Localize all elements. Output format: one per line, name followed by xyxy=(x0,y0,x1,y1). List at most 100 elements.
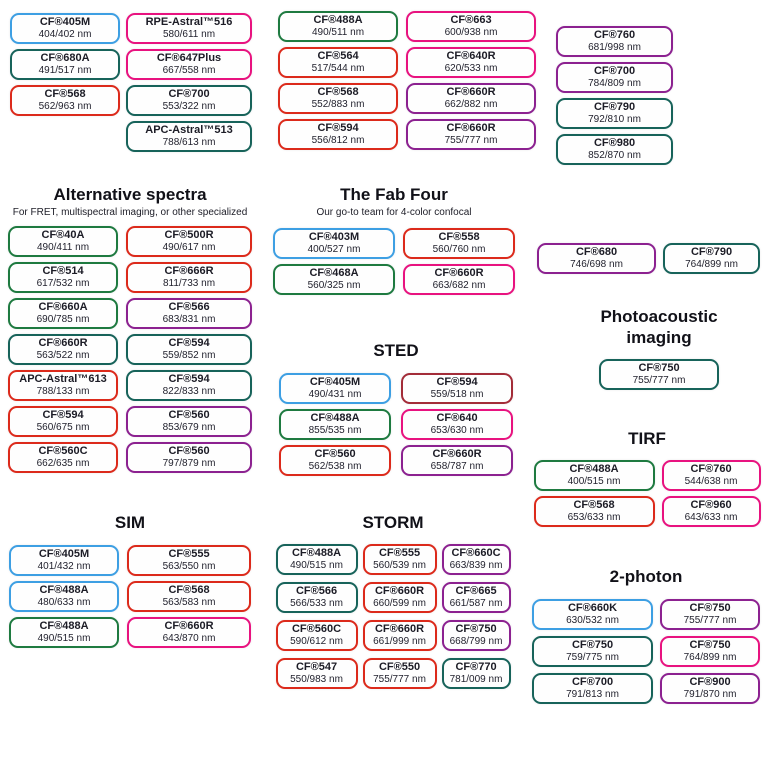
section-title: SIM xyxy=(114,513,146,532)
dye-pill: CF®488A 490/515 nm xyxy=(9,617,119,648)
dye-name: CF®594 xyxy=(436,376,478,388)
dye-name: CF®555 xyxy=(168,548,210,560)
dye-pill: CF®750 755/777 nm xyxy=(599,359,719,390)
dye-pill: APC-Astral™613 788/133 nm xyxy=(8,370,118,401)
dye-pill: CF®500R 490/617 nm xyxy=(126,226,252,257)
dye-name: CF®900 xyxy=(689,676,731,688)
top-dye-column-5: CF®760 681/998 nm CF®700 784/809 nm CF®7… xyxy=(556,26,673,165)
section-subtitle: Our go-to team for 4-color confocal xyxy=(316,207,472,218)
dye-name: CF®760 xyxy=(593,29,636,41)
dye-pill: CF®514 617/532 nm xyxy=(8,262,118,293)
section-sted: STED CF®405M 490/431 nm CF®594 559/518 n… xyxy=(276,340,516,476)
dye-wavelengths: 517/544 nm xyxy=(311,63,365,74)
dye-wavelengths: 630/532 nm xyxy=(566,615,619,626)
dye-wavelengths: 550/983 nm xyxy=(290,674,343,685)
dye-wavelengths: 560/675 nm xyxy=(36,422,90,433)
dye-pill: CF®566 566/533 nm xyxy=(275,582,358,613)
dye-name: CF®640R xyxy=(446,50,496,62)
section-title: Photoacoustic imaging xyxy=(600,307,718,347)
dye-grid: CF®488A 490/515 nm CF®555 560/539 nm CF®… xyxy=(268,544,518,689)
dye-name: CF®660R xyxy=(434,267,484,279)
dye-name: CF®750 xyxy=(455,623,497,635)
dye-pill: CF®760 681/998 nm xyxy=(556,26,673,57)
dye-name: CF®700 xyxy=(168,88,210,100)
dye-name: CF®405M xyxy=(39,16,91,28)
dye-wavelengths: 490/515 nm xyxy=(37,633,91,644)
dye-wavelengths: 660/599 nm xyxy=(373,598,426,609)
dye-wavelengths: 563/522 nm xyxy=(36,350,90,361)
dye-wavelengths: 562/538 nm xyxy=(308,461,362,472)
dye-pill: CF®700 791/813 nm xyxy=(532,673,653,704)
dye-name: CF®405M xyxy=(38,548,90,560)
dye-pill: RPE-Astral™516 580/611 nm xyxy=(126,13,252,44)
dye-name: CF®568 xyxy=(573,499,615,511)
section-title: STORM xyxy=(362,513,424,532)
dye-name: CF®660C xyxy=(451,547,501,559)
dye-name: CF®514 xyxy=(42,265,84,277)
dye-pill: APC-Astral™513 788/613 nm xyxy=(126,121,252,152)
dye-name: CF®594 xyxy=(317,122,359,134)
dye-name: CF®568 xyxy=(44,88,86,100)
dye-wavelengths: 811/733 nm xyxy=(162,278,216,289)
dye-name: CF®568 xyxy=(168,584,210,596)
top-dye-column-3: CF®488A 490/511 nm CF®564 517/544 nm CF®… xyxy=(278,11,398,150)
section-subtitle: For FRET, multispectral imaging, or othe… xyxy=(12,207,248,218)
dye-name: CF®666R xyxy=(164,265,214,277)
section-title: STED xyxy=(373,341,419,360)
dye-pill: CF®555 563/550 nm xyxy=(127,545,251,576)
dye-name: CF®680A xyxy=(40,52,90,64)
dye-name: CF®568 xyxy=(317,86,359,98)
dye-wavelengths: 853/679 nm xyxy=(162,422,216,433)
dye-name: CF®594 xyxy=(168,337,210,349)
dye-pill: CF®555 560/539 nm xyxy=(362,544,437,575)
dye-pill: CF®660R 663/682 nm xyxy=(403,264,515,295)
dye-wavelengths: 755/777 nm xyxy=(632,375,686,386)
section-tirf: TIRF CF®488A 400/515 nm CF®760 544/638 n… xyxy=(530,428,764,527)
dye-wavelengths: 681/998 nm xyxy=(588,42,641,53)
dye-pill: CF®660C 663/839 nm xyxy=(441,544,511,575)
dye-grid: CF®405M 490/431 nm CF®594 559/518 nm CF®… xyxy=(276,373,516,476)
dye-pill: CF®564 517/544 nm xyxy=(278,47,398,78)
dye-name: CF®405M xyxy=(309,376,361,388)
dye-name: CF®594 xyxy=(168,373,210,385)
section-storm: STORM CF®488A 490/515 nm CF®555 560/539 … xyxy=(268,512,518,689)
dye-wavelengths: 400/515 nm xyxy=(567,476,621,487)
dye-pill: CF®488A 400/515 nm xyxy=(533,460,655,491)
dye-wavelengths: 544/638 nm xyxy=(684,476,738,487)
dye-wavelengths: 490/511 nm xyxy=(311,27,365,38)
dye-name: CF®660R xyxy=(446,86,496,98)
top-dye-column-1: CF®405M 404/402 nm CF®680A 491/517 nm CF… xyxy=(10,13,120,116)
dye-name: CF®790 xyxy=(593,101,636,113)
dye-pill: CF®647Plus 667/558 nm xyxy=(126,49,252,80)
dye-wavelengths: 560/760 nm xyxy=(432,244,486,255)
dye-name: CF®560C xyxy=(291,623,342,635)
dye-wavelengths: 490/617 nm xyxy=(162,242,216,253)
dye-pill: CF®560 562/538 nm xyxy=(279,445,391,476)
dye-pill: CF®750 668/799 nm xyxy=(441,620,511,651)
dye-name: APC-Astral™613 xyxy=(19,373,107,385)
dye-name: APC-Astral™513 xyxy=(145,124,233,136)
top-dye-column-4: CF®663 600/938 nm CF®640R 620/533 nm CF®… xyxy=(406,11,536,150)
dye-wavelengths: 755/777 nm xyxy=(373,674,426,685)
dye-wavelengths: 662/882 nm xyxy=(444,99,498,110)
dye-wavelengths: 552/883 nm xyxy=(311,99,365,110)
dye-pill: CF®566 683/831 nm xyxy=(126,298,252,329)
dye-pill: CF®665 661/587 nm xyxy=(441,582,511,613)
section-title: TIRF xyxy=(628,429,666,448)
dye-wavelengths: 764/899 nm xyxy=(683,652,737,663)
dye-pill: CF®660K 630/532 nm xyxy=(532,599,653,630)
dye-wavelengths: 788/133 nm xyxy=(36,386,90,397)
dye-name: CF®560 xyxy=(314,448,356,460)
dye-pill: CF®560C 590/612 nm xyxy=(275,620,358,651)
dye-name: CF®700 xyxy=(593,65,636,77)
dye-wavelengths: 663/839 nm xyxy=(449,560,503,571)
dye-wavelengths: 643/633 nm xyxy=(684,512,738,523)
section-alternative-spectra: Alternative spectra For FRET, multispect… xyxy=(0,184,260,473)
dye-pill: CF®405M 401/432 nm xyxy=(9,545,119,576)
dye-pill: CF®403M 400/527 nm xyxy=(273,228,395,259)
dye-wavelengths: 653/633 nm xyxy=(567,512,621,523)
dye-pill: CF®594 556/812 nm xyxy=(278,119,398,150)
dye-wavelengths: 491/517 nm xyxy=(38,65,92,76)
dye-name: CF®488A xyxy=(310,412,360,424)
dye-name: CF®403M xyxy=(308,231,360,243)
